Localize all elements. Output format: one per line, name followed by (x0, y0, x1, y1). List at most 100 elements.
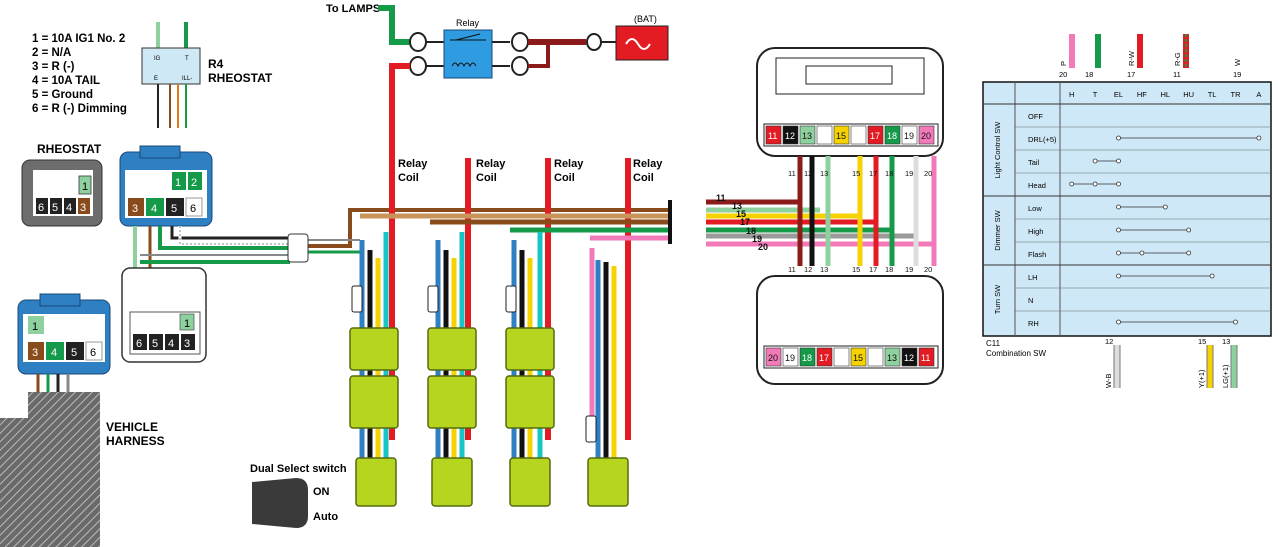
r4-rheostat-schematic: IG T E ILL- R4 RHEOSTAT (141, 22, 273, 128)
switch-top-wire-label: R-W (1127, 50, 1136, 66)
switch-contact-dot (1116, 250, 1121, 256)
wire-number: 13 (820, 265, 828, 274)
switch-top-wire-label: P (1059, 61, 1068, 66)
switch-contact-dot (1092, 158, 1098, 164)
switch-contact-dot (1233, 319, 1238, 325)
pin-label: 4 (151, 203, 157, 215)
wire-number: 12 (804, 169, 812, 178)
connector-pin-label: 13 (802, 131, 812, 141)
table-row-label: Head (1028, 181, 1046, 190)
switch-top-pin: 18 (1085, 70, 1093, 79)
pin-label: 3 (80, 202, 86, 214)
connector-pin-label: 19 (785, 353, 795, 363)
switch-contact-dot (1069, 181, 1075, 187)
blue-plug-c: 1 3 4 5 6 (17, 293, 111, 392)
connector-pin (765, 125, 782, 145)
connector-pin (918, 347, 935, 367)
wire-number: 18 (746, 226, 756, 236)
connector-pin-label: 18 (802, 353, 812, 363)
relay-coil-label: Coil (554, 172, 575, 184)
table-row-label: Low (1028, 204, 1042, 213)
connector-pin (884, 125, 901, 145)
connector-pin (884, 347, 901, 367)
pin-label: 4 (66, 202, 72, 214)
connector-pin (867, 347, 884, 367)
connector-pin-label: 17 (870, 131, 880, 141)
wire-number: 13 (732, 201, 742, 211)
table-column-header: HU (1183, 90, 1194, 99)
pin-label: 1 (184, 318, 190, 330)
to-lamps-label: To LAMPS (326, 3, 380, 15)
relay-coil-labels: Relay Coil Relay Coil Relay Coil Relay C… (398, 158, 663, 184)
connector-pin-label: 20 (921, 131, 931, 141)
table-column-header: A (1256, 90, 1261, 99)
connector-pin (782, 125, 799, 145)
pin-label: 3 (32, 347, 38, 359)
wire-number: 20 (924, 169, 932, 178)
switch-contact-dot (1116, 319, 1121, 325)
switch-contact-dot (1209, 273, 1215, 279)
connector-pin (833, 125, 850, 145)
table-column-header: H (1069, 90, 1074, 99)
table-row-label: OFF (1028, 112, 1043, 121)
connector-pin (799, 125, 816, 145)
connector-pin (918, 125, 935, 145)
relay-modules (349, 232, 629, 507)
connector-pin (799, 347, 816, 367)
switch-top-pin: 19 (1233, 70, 1241, 79)
wire-fan: 11 13 15 17 18 19 20 (706, 193, 935, 252)
vehicle-harness-area (0, 392, 100, 547)
pin-label: 6 (90, 347, 96, 359)
pin-label: 6 (136, 338, 142, 350)
dual-select-on: ON (313, 486, 330, 498)
relay-label: Relay (456, 18, 480, 28)
wire-number: 19 (752, 234, 762, 244)
table-group-label: Light Control SW (993, 121, 1002, 179)
connector-pin (901, 125, 918, 145)
connector-pin (765, 347, 782, 367)
wire-number: 20 (924, 265, 932, 274)
pin-label: 1 (82, 181, 88, 193)
relay-coil-label: Relay (633, 158, 663, 170)
dual-select-switch: Dual Select switch ON Auto (250, 463, 347, 528)
relay-coil-label: Relay (476, 158, 506, 170)
connector-pin-label: 13 (887, 353, 897, 363)
connector-pin (816, 347, 833, 367)
table-row-label: High (1028, 227, 1043, 236)
switch-top-wire-label: R-G (1173, 52, 1182, 66)
r4-pin-t: T (185, 56, 189, 62)
switch-top-pin: 17 (1127, 70, 1135, 79)
wire-number: 11 (788, 169, 796, 178)
pin-label: 2 (191, 177, 197, 189)
connector-pin-label: 12 (785, 131, 795, 141)
connector-pin (901, 347, 918, 367)
switch-top-wire-label: W (1233, 58, 1242, 66)
wire-number: 20 (758, 242, 768, 252)
relay-coil-label: Coil (476, 172, 497, 184)
connector-pin (850, 125, 867, 145)
table-column-header: HF (1137, 90, 1147, 99)
legend-line: 3 = R (-) (32, 61, 75, 73)
dual-select-auto: Auto (313, 511, 338, 523)
legend-line: 4 = 10A TAIL (32, 75, 100, 87)
connector-pin (782, 347, 799, 367)
connector-pin-label: 12 (904, 353, 914, 363)
dual-select-title: Dual Select switch (250, 463, 347, 475)
connector-pin-label: 19 (904, 131, 914, 141)
connector-pin-label: 15 (853, 353, 863, 363)
pin-label: 6 (190, 203, 196, 215)
relay-coil-label: Coil (633, 172, 654, 184)
wire-number: 12 (804, 265, 812, 274)
switch-contact-dot (1256, 135, 1262, 141)
table-row-label: LH (1028, 273, 1038, 282)
connector-pin-label: 15 (836, 131, 846, 141)
switch-contact-dot (1116, 204, 1121, 210)
table-column-header: TL (1208, 90, 1217, 99)
switch-top-pin: 20 (1059, 70, 1067, 79)
wire-number: 11 (788, 265, 796, 274)
